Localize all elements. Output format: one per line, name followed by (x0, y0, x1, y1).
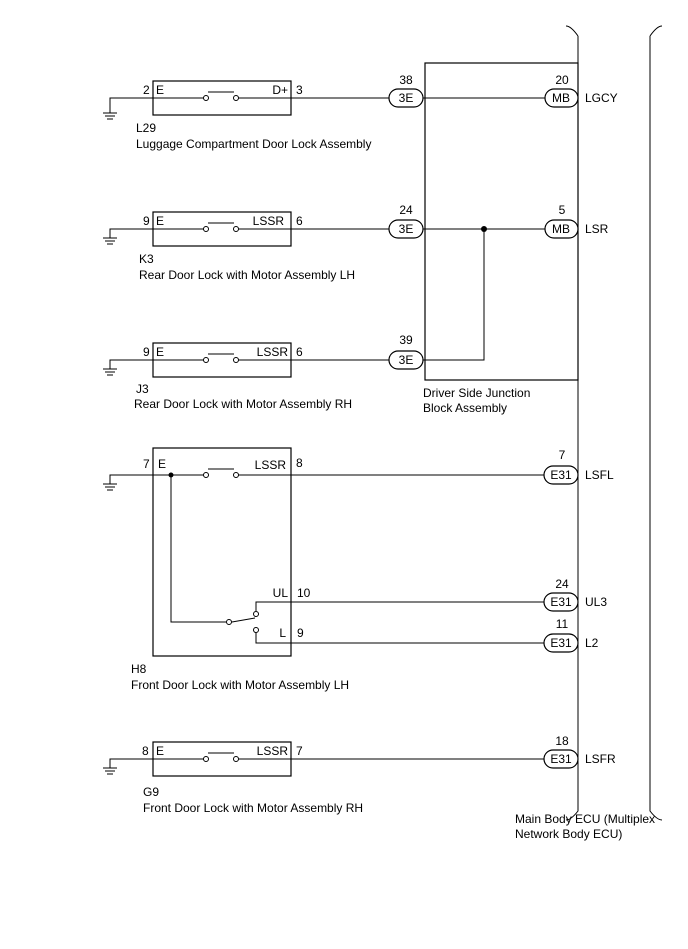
h8-name: Front Door Lock with Motor Assembly LH (131, 678, 349, 692)
ecu-signal-name: LSFL (585, 468, 614, 482)
h8-pin-left-no: 7 (143, 457, 150, 471)
ecu-connector-id: E31 (550, 636, 572, 650)
ecu-signal-name: LSFR (585, 752, 616, 766)
ecu-pin-no: 24 (555, 577, 569, 591)
jb-pin-no: 38 (399, 73, 413, 87)
jb-connector-id: 3E (399, 353, 414, 367)
ecu-pin-no: 18 (555, 734, 569, 748)
h8-pin-lssr-name: LSSR (255, 458, 287, 472)
h8-pin-ul-name: UL (273, 586, 289, 600)
g9-name: Front Door Lock with Motor Assembly RH (143, 801, 363, 815)
ecu-signal-name: LSR (585, 222, 609, 236)
g9-pin-right-no: 7 (296, 744, 303, 758)
g9-code: G9 (143, 785, 159, 799)
jb-connector-id: 3E (399, 91, 414, 105)
ecu-signal-name: UL3 (585, 595, 607, 609)
junction-block-name-line1: Driver Side Junction (423, 386, 530, 400)
ecu-signal-name: L2 (585, 636, 599, 650)
k3-pin-right-no: 6 (296, 214, 303, 228)
k3-code: K3 (139, 252, 154, 266)
h8-pin-lssr-no: 8 (296, 456, 303, 470)
ecu-terminal-lsfl: 7 E31 LSFL (543, 448, 614, 485)
component-j3: 9 E LSSR 6 J3 Rear Door Lock with Motor … (103, 342, 352, 411)
jb-connector-24: 24 3E (388, 203, 424, 239)
j3-pin-left-no: 9 (143, 345, 150, 359)
ecu-pin-no: 7 (559, 448, 566, 462)
component-k3: 9 E LSSR 6 K3 Rear Door Lock with Motor … (103, 211, 355, 282)
j3-pin-right-name: LSSR (257, 345, 289, 359)
h8-pin-l-no: 9 (297, 626, 304, 640)
l29-code: L29 (136, 121, 156, 135)
ecu-name-line2: Network Body ECU) (515, 827, 622, 841)
ecu-signal-name: LGCY (585, 91, 618, 105)
ecu-terminal-l2: 11 E31 L2 (543, 617, 599, 653)
j3-pin-left-name: E (156, 345, 164, 359)
main-body-ecu: Main Body ECU (Multiplex Network Body EC… (515, 25, 663, 841)
junction-block-name-line2: Block Assembly (423, 401, 507, 415)
k3-pin-right-name: LSSR (253, 214, 285, 228)
j3-code: J3 (136, 382, 149, 396)
k3-pin-left-name: E (156, 214, 164, 228)
ecu-terminal-lsfr: 18 E31 LSFR (543, 734, 616, 769)
h8-pin-ul-no: 10 (297, 586, 311, 600)
l29-pin-left-no: 2 (143, 83, 150, 97)
jb-connector-38: 38 3E (388, 73, 424, 108)
wires (291, 97, 545, 760)
jb-connector-id: 3E (399, 222, 414, 236)
h8-pin-left-name: E (158, 457, 166, 471)
jb-pin-no: 39 (399, 333, 413, 347)
l29-pin-left-name: E (156, 83, 164, 97)
g9-pin-right-name: LSSR (257, 744, 289, 758)
jb-pin-no: 24 (399, 203, 413, 217)
ecu-terminal-ul3: 24 E31 UL3 (543, 577, 607, 612)
component-g9: 8 E LSSR 7 G9 Front Door Lock with Motor… (103, 741, 363, 815)
ecu-connector-id: E31 (550, 595, 572, 609)
ecu-name-line1: Main Body ECU (Multiplex (515, 812, 655, 826)
ecu-connector-id: MB (552, 222, 570, 236)
g9-pin-left-no: 8 (142, 744, 149, 758)
ecu-terminal-lsr: 5 MB LSR (544, 203, 609, 239)
h8-pin-l-name: L (279, 626, 286, 640)
ecu-connector-id: E31 (550, 752, 572, 766)
jb-connector-39: 39 3E (388, 333, 424, 370)
junction-block: Driver Side Junction Block Assembly (423, 62, 579, 415)
h8-code: H8 (131, 662, 147, 676)
ecu-connector-id: MB (552, 91, 570, 105)
ecu-pin-no: 5 (559, 203, 566, 217)
ecu-pin-no: 20 (555, 73, 569, 87)
component-l29: 2 E D+ 3 L29 Luggage Compartment Door Lo… (103, 80, 371, 151)
ecu-pin-no: 11 (556, 617, 569, 631)
j3-pin-right-no: 6 (296, 345, 303, 359)
l29-name: Luggage Compartment Door Lock Assembly (136, 137, 371, 151)
k3-name: Rear Door Lock with Motor Assembly LH (139, 268, 355, 282)
j3-name: Rear Door Lock with Motor Assembly RH (134, 397, 352, 411)
splice-point (481, 226, 487, 232)
k3-pin-left-no: 9 (143, 214, 150, 228)
g9-pin-left-name: E (156, 744, 164, 758)
l29-pin-right-name: D+ (272, 83, 288, 97)
ecu-connector-id: E31 (550, 468, 572, 482)
l29-pin-right-no: 3 (296, 83, 303, 97)
ecu-terminal-lgcy: 20 MB LGCY (544, 73, 618, 108)
component-h8: 7 E LSSR 8 UL 10 L 9 H8 Front Door Lock … (103, 447, 349, 692)
